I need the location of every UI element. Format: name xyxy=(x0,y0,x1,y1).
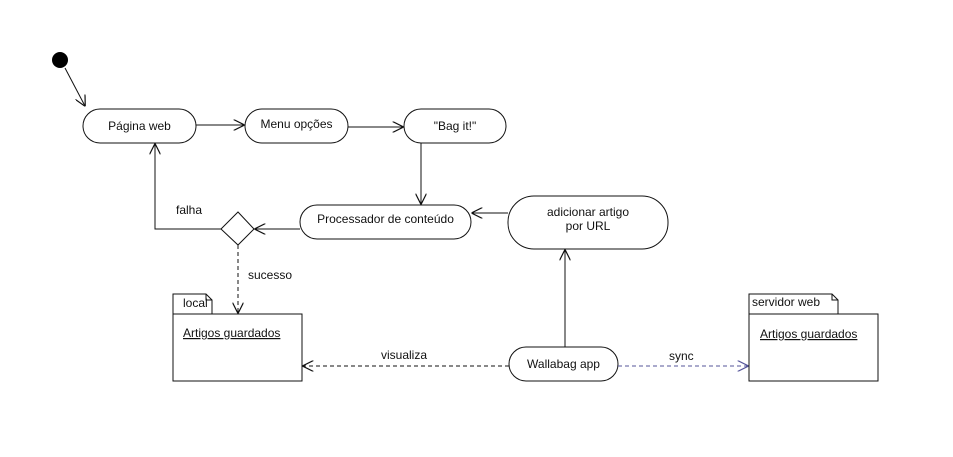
node-bag-it: "Bag it!" xyxy=(403,108,507,144)
package-local-content: Artigos guardados xyxy=(183,326,280,340)
edge-decision-falha-to-pagina xyxy=(155,144,221,230)
node-menu-opcoes-label: Menu opções xyxy=(260,117,332,131)
decision-node xyxy=(220,211,255,246)
node-menu-opcoes: Menu opções xyxy=(244,108,349,144)
package-servidor-web: servidor web Artigos guardados xyxy=(748,293,879,382)
package-servidor-content: Artigos guardados xyxy=(760,327,857,341)
package-local-tab: local xyxy=(183,296,208,310)
node-adicionar-artigo: adicionar artigo por URL xyxy=(507,195,669,250)
edge-label-falha: falha xyxy=(176,203,202,217)
package-local: local Artigos guardados xyxy=(172,293,303,382)
node-processador: Processador de conteúdo xyxy=(299,204,472,240)
node-wallabag-app-label: Wallabag app xyxy=(527,357,600,371)
node-processador-label: Processador de conteúdo xyxy=(317,212,454,226)
edge-start-to-pagina xyxy=(64,67,85,106)
node-wallabag-app: Wallabag app xyxy=(508,346,619,382)
node-adicionar-line1: adicionar artigo xyxy=(547,205,629,219)
edge-label-sucesso: sucesso xyxy=(248,268,292,282)
package-servidor-tab: servidor web xyxy=(752,295,820,309)
initial-node xyxy=(52,52,68,68)
edge-label-visualiza: visualiza xyxy=(381,348,427,362)
node-bag-it-label: "Bag it!" xyxy=(434,119,477,133)
node-pagina-web-label: Página web xyxy=(108,119,171,133)
edge-label-sync: sync xyxy=(669,349,694,363)
node-pagina-web: Página web xyxy=(82,108,197,144)
node-adicionar-line2: por URL xyxy=(566,219,611,233)
